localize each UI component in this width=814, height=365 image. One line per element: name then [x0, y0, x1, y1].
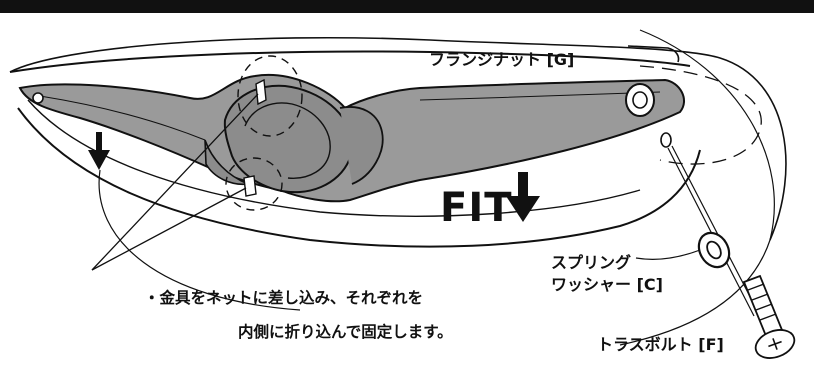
clip-upper [255, 78, 267, 106]
flange-nut-label: フランジナット [G] [429, 50, 575, 69]
flange-nut-part [625, 83, 655, 117]
instruction-line-2: 内側に折り込んで固定します。 [238, 323, 453, 341]
shell-rear-line [98, 169, 301, 311]
shell-lower-edge [17, 107, 701, 248]
truss-bolt-part [742, 274, 796, 359]
leader-line-upper [91, 93, 259, 271]
shell-top-rim [9, 50, 691, 73]
plate-hole-left [32, 92, 44, 104]
fit-label: FIT [440, 185, 513, 231]
dial-inner-ring [244, 102, 331, 179]
shell-side-curve [619, 29, 775, 346]
washer-leader [635, 249, 701, 260]
shell-inner-edge [27, 99, 641, 217]
spring-washer-label-line2: ワッシャー [C] [551, 275, 663, 294]
spring-washer-label-line1: スプリング [551, 253, 632, 272]
leader-line-lower [91, 187, 247, 271]
top-bar [0, 0, 814, 13]
truss-bolt-label: トラスボルト [F] [597, 335, 724, 354]
spring-washer-part [697, 231, 731, 269]
instruction-line-1: ・金具をネットに差し込み、それぞれを [144, 289, 424, 307]
assembly-axis-right [671, 145, 759, 313]
shell-outer-curve [9, 36, 787, 241]
spring-washer-label: スプリング ワッシャー [C] [551, 252, 663, 296]
detail-circle-lower [225, 157, 283, 211]
plate-inner-line [39, 95, 206, 141]
clip-lower [243, 175, 257, 197]
hidden-outline [639, 65, 762, 165]
dial-wing-right [339, 106, 384, 185]
down-arrow-left-icon [88, 132, 110, 170]
shell-hole [660, 132, 672, 148]
dial-housing [223, 84, 354, 194]
detail-circle-upper [237, 55, 303, 137]
fit-down-arrow-icon [506, 172, 540, 222]
flange-nut-leader [627, 45, 680, 63]
